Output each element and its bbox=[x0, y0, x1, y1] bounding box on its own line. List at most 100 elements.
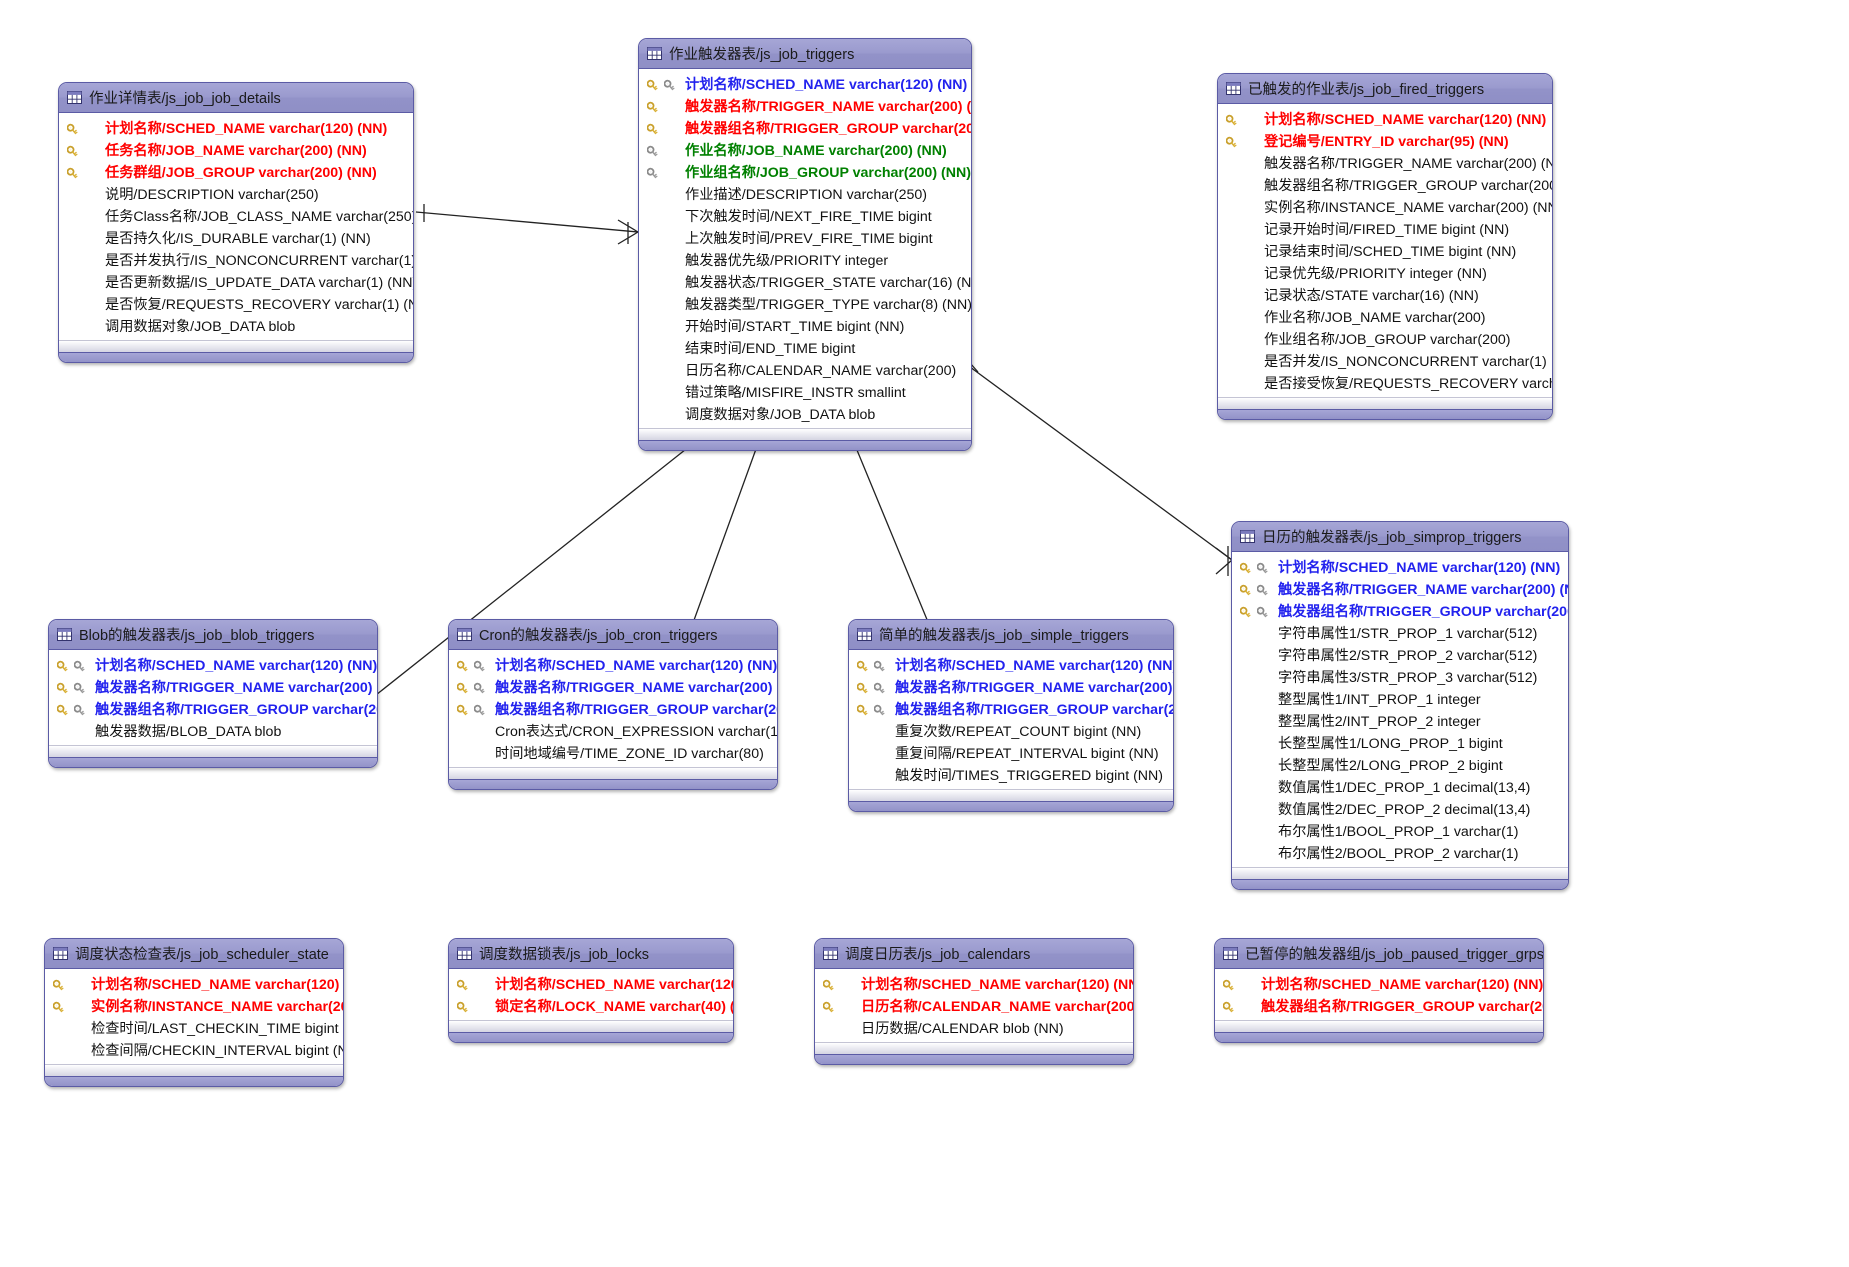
gray-key-icon bbox=[872, 657, 889, 673]
attribute-row[interactable]: 记录状态/STATE varchar(16) (NN) bbox=[1218, 284, 1552, 306]
attribute-row[interactable]: 登记编号/ENTRY_ID varchar(95) (NN) bbox=[1218, 130, 1552, 152]
attribute-row[interactable]: 重复间隔/REPEAT_INTERVAL bigint (NN) bbox=[849, 742, 1173, 764]
attribute-row[interactable]: 计划名称/SCHED_NAME varchar(120) (NN) bbox=[59, 117, 413, 139]
attribute-row[interactable]: 布尔属性2/BOOL_PROP_2 varchar(1) bbox=[1232, 842, 1568, 864]
attribute-row[interactable]: 触发器组名称/TRIGGER_GROUP varchar(200) (NN) bbox=[1215, 995, 1543, 1017]
attribute-row[interactable]: 记录开始时间/FIRED_TIME bigint (NN) bbox=[1218, 218, 1552, 240]
attribute-row[interactable]: 计划名称/SCHED_NAME varchar(120) (NN) bbox=[45, 973, 343, 995]
attribute-row[interactable]: 是否持久化/IS_DURABLE varchar(1) (NN) bbox=[59, 227, 413, 249]
attribute-row[interactable]: 作业名称/JOB_NAME varchar(200) (NN) bbox=[639, 139, 971, 161]
attribute-row[interactable]: 作业名称/JOB_NAME varchar(200) bbox=[1218, 306, 1552, 328]
attribute-row[interactable]: 计划名称/SCHED_NAME varchar(120) (NN) bbox=[1232, 556, 1568, 578]
attribute-row[interactable]: 触发器名称/TRIGGER_NAME varchar(200) (NN) bbox=[1218, 152, 1552, 174]
attribute-row[interactable]: 锁定名称/LOCK_NAME varchar(40) (NN) bbox=[449, 995, 733, 1017]
attribute-row[interactable]: 触发器类型/TRIGGER_TYPE varchar(8) (NN) bbox=[639, 293, 971, 315]
attribute-row[interactable]: 计划名称/SCHED_NAME varchar(120) (NN) bbox=[449, 654, 777, 676]
attribute-row[interactable]: 触发器组名称/TRIGGER_GROUP varchar(200) (NN) bbox=[449, 698, 777, 720]
attribute-label: 日历名称/CALENDAR_NAME varchar(200) (NN) bbox=[861, 999, 1134, 1015]
attribute-row[interactable]: 实例名称/INSTANCE_NAME varchar(200) (NN) bbox=[1218, 196, 1552, 218]
attribute-row[interactable]: 字符串属性2/STR_PROP_2 varchar(512) bbox=[1232, 644, 1568, 666]
attribute-row[interactable]: 是否并发执行/IS_NONCONCURRENT varchar(1) (NN) bbox=[59, 249, 413, 271]
gold-key-icon bbox=[1221, 976, 1238, 992]
entity-locks[interactable]: 调度数据锁表/js_job_locks 计划名称/SCHED_NAME varch… bbox=[448, 938, 734, 1043]
attribute-row[interactable]: 计划名称/SCHED_NAME varchar(120) (NN) bbox=[49, 654, 377, 676]
attribute-row[interactable]: 检查间隔/CHECKIN_INTERVAL bigint (NN) bbox=[45, 1039, 343, 1061]
attribute-row[interactable]: 整型属性1/INT_PROP_1 integer bbox=[1232, 688, 1568, 710]
spacer bbox=[82, 142, 99, 158]
attribute-row[interactable]: 记录结束时间/SCHED_TIME bigint (NN) bbox=[1218, 240, 1552, 262]
attribute-row[interactable]: 长整型属性2/LONG_PROP_2 bigint bbox=[1232, 754, 1568, 776]
attribute-row[interactable]: 触发器名称/TRIGGER_NAME varchar(200) (NN) bbox=[1232, 578, 1568, 600]
attribute-row[interactable]: Cron表达式/CRON_EXPRESSION varchar(120) (NN… bbox=[449, 720, 777, 742]
attribute-row[interactable]: 时间地域编号/TIME_ZONE_ID varchar(80) bbox=[449, 742, 777, 764]
attribute-row[interactable]: 任务Class名称/JOB_CLASS_NAME varchar(250) (N… bbox=[59, 205, 413, 227]
entity-footer bbox=[59, 340, 413, 352]
attribute-row[interactable]: 下次触发时间/NEXT_FIRE_TIME bigint bbox=[639, 205, 971, 227]
attribute-row[interactable]: 数值属性1/DEC_PROP_1 decimal(13,4) bbox=[1232, 776, 1568, 798]
spacer bbox=[662, 406, 679, 422]
attribute-row[interactable]: 结束时间/END_TIME bigint bbox=[639, 337, 971, 359]
attribute-row[interactable]: 日历数据/CALENDAR blob (NN) bbox=[815, 1017, 1133, 1039]
attribute-row[interactable]: 触发器名称/TRIGGER_NAME varchar(200) (NN) bbox=[449, 676, 777, 698]
attribute-row[interactable]: 记录优先级/PRIORITY integer (NN) bbox=[1218, 262, 1552, 284]
attribute-row[interactable]: 检查时间/LAST_CHECKIN_TIME bigint (NN) bbox=[45, 1017, 343, 1039]
attribute-row[interactable]: 字符串属性3/STR_PROP_3 varchar(512) bbox=[1232, 666, 1568, 688]
attribute-row[interactable]: 作业组名称/JOB_GROUP varchar(200) bbox=[1218, 328, 1552, 350]
attribute-row[interactable]: 触发器组名称/TRIGGER_GROUP varchar(200) (NN) bbox=[639, 117, 971, 139]
attribute-row[interactable]: 作业描述/DESCRIPTION varchar(250) bbox=[639, 183, 971, 205]
attribute-row[interactable]: 任务群组/JOB_GROUP varchar(200) (NN) bbox=[59, 161, 413, 183]
attribute-label: 触发器名称/TRIGGER_NAME varchar(200) (NN) bbox=[895, 680, 1173, 696]
attribute-row[interactable]: 计划名称/SCHED_NAME varchar(120) (NN) bbox=[815, 973, 1133, 995]
attribute-row[interactable]: 计划名称/SCHED_NAME varchar(120) (NN) bbox=[639, 73, 971, 95]
attribute-row[interactable]: 计划名称/SCHED_NAME varchar(120) (NN) bbox=[1218, 108, 1552, 130]
entity-header-locks: 调度数据锁表/js_job_locks bbox=[449, 939, 733, 969]
attribute-row[interactable]: 触发器数据/BLOB_DATA blob bbox=[49, 720, 377, 742]
spacer bbox=[1241, 375, 1258, 391]
attribute-row[interactable]: 触发器组名称/TRIGGER_GROUP varchar(200) (NN) bbox=[1232, 600, 1568, 622]
attribute-row[interactable]: 整型属性2/INT_PROP_2 integer bbox=[1232, 710, 1568, 732]
attribute-row[interactable]: 上次触发时间/PREV_FIRE_TIME bigint bbox=[639, 227, 971, 249]
attribute-row[interactable]: 任务名称/JOB_NAME varchar(200) (NN) bbox=[59, 139, 413, 161]
attribute-row[interactable]: 是否接受恢复/REQUESTS_RECOVERY varchar(1) bbox=[1218, 372, 1552, 394]
attribute-row[interactable]: 触发器优先级/PRIORITY integer bbox=[639, 249, 971, 271]
attribute-row[interactable]: 调用数据对象/JOB_DATA blob bbox=[59, 315, 413, 337]
attribute-row[interactable]: 触发器名称/TRIGGER_NAME varchar(200) (NN) bbox=[849, 676, 1173, 698]
attribute-row[interactable]: 触发器组名称/TRIGGER_GROUP varchar(200) (NN) bbox=[1218, 174, 1552, 196]
spacer bbox=[838, 1020, 855, 1036]
attribute-row[interactable]: 是否并发/IS_NONCONCURRENT varchar(1) bbox=[1218, 350, 1552, 372]
attribute-row[interactable]: 触发器组名称/TRIGGER_GROUP varchar(200) (NN) bbox=[849, 698, 1173, 720]
attribute-row[interactable]: 长整型属性1/LONG_PROP_1 bigint bbox=[1232, 732, 1568, 754]
attribute-row[interactable]: 日历名称/CALENDAR_NAME varchar(200) bbox=[639, 359, 971, 381]
attribute-row[interactable]: 是否更新数据/IS_UPDATE_DATA varchar(1) (NN) bbox=[59, 271, 413, 293]
attribute-row[interactable]: 字符串属性1/STR_PROP_1 varchar(512) bbox=[1232, 622, 1568, 644]
attribute-row[interactable]: 触发时间/TIMES_TRIGGERED bigint (NN) bbox=[849, 764, 1173, 786]
attribute-row[interactable]: 计划名称/SCHED_NAME varchar(120) (NN) bbox=[1215, 973, 1543, 995]
attribute-row[interactable]: 开始时间/START_TIME bigint (NN) bbox=[639, 315, 971, 337]
attribute-row[interactable]: 触发器状态/TRIGGER_STATE varchar(16) (NN) bbox=[639, 271, 971, 293]
attribute-row[interactable]: 触发器名称/TRIGGER_NAME varchar(200) (NN) bbox=[49, 676, 377, 698]
attribute-row[interactable]: 计划名称/SCHED_NAME varchar(120) (NN) bbox=[849, 654, 1173, 676]
attribute-row[interactable]: 数值属性2/DEC_PROP_2 decimal(13,4) bbox=[1232, 798, 1568, 820]
attribute-row[interactable]: 实例名称/INSTANCE_NAME varchar(200) (NN) bbox=[45, 995, 343, 1017]
attribute-row[interactable]: 计划名称/SCHED_NAME varchar(120) (NN) bbox=[449, 973, 733, 995]
attribute-row[interactable]: 是否恢复/REQUESTS_RECOVERY varchar(1) (NN) bbox=[59, 293, 413, 315]
attribute-row[interactable]: 错过策略/MISFIRE_INSTR smallint bbox=[639, 381, 971, 403]
attribute-row[interactable]: 布尔属性1/BOOL_PROP_1 varchar(1) bbox=[1232, 820, 1568, 842]
attribute-row[interactable]: 说明/DESCRIPTION varchar(250) bbox=[59, 183, 413, 205]
attribute-row[interactable]: 触发器名称/TRIGGER_NAME varchar(200) (NN) bbox=[639, 95, 971, 117]
attribute-row[interactable]: 日历名称/CALENDAR_NAME varchar(200) (NN) bbox=[815, 995, 1133, 1017]
attribute-row[interactable]: 作业组名称/JOB_GROUP varchar(200) (NN) bbox=[639, 161, 971, 183]
attribute-row[interactable]: 触发器组名称/TRIGGER_GROUP varchar(200) (NN) bbox=[49, 698, 377, 720]
attribute-row[interactable]: 调度数据对象/JOB_DATA blob bbox=[639, 403, 971, 425]
attribute-row[interactable]: 重复次数/REPEAT_COUNT bigint (NN) bbox=[849, 720, 1173, 742]
